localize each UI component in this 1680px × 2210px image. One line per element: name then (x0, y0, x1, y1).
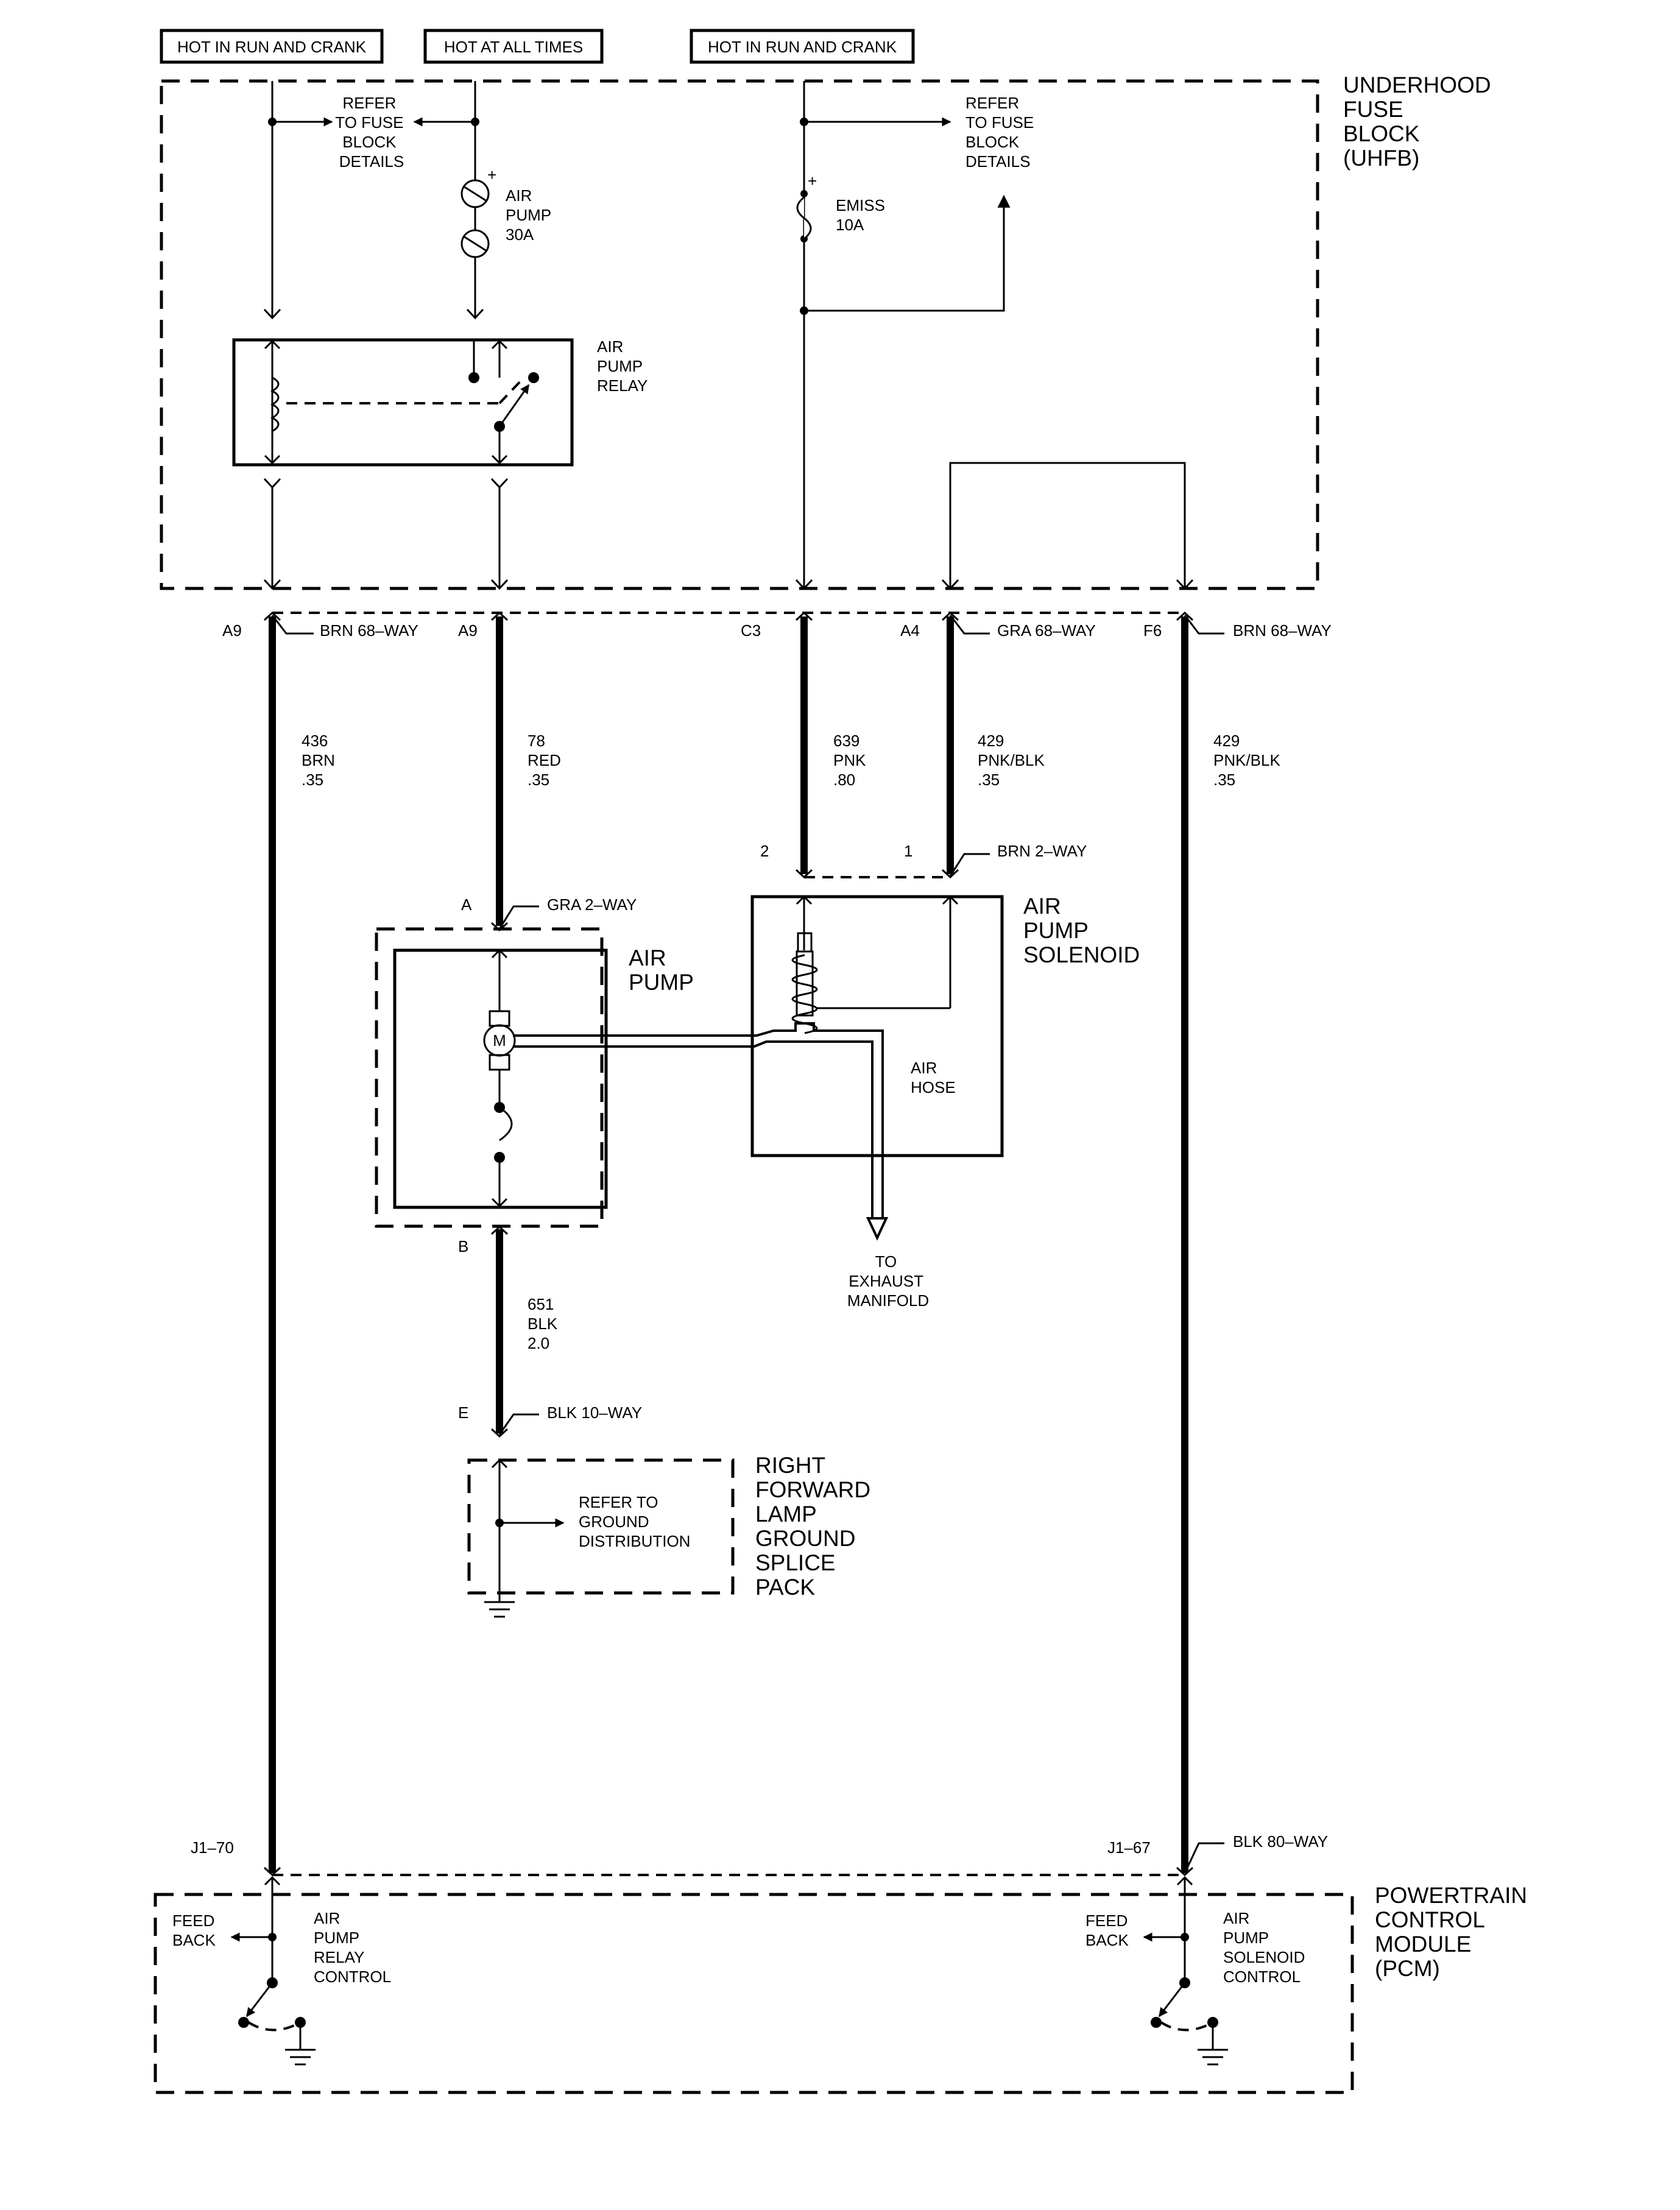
air-pump-solenoid-label: AIR PUMP SOLENOID (1023, 894, 1140, 967)
relay-coil-feed (263, 81, 333, 320)
relay-output-wires (263, 478, 509, 590)
power-label-right: HOT IN RUN AND CRANK (690, 29, 915, 64)
ground-splice-label: RIGHT FORWARD LAMP GROUND SPLICE PACK (755, 1453, 877, 1600)
pin-b: B (458, 1237, 468, 1255)
air-pump-solenoid (750, 895, 1004, 1157)
connector-brn-68-left: BRN 68–WAY (320, 621, 418, 640)
wire-639-label: 639 PNK .80 (833, 732, 870, 789)
a4-f6-jumper (941, 462, 1194, 590)
air-pump-relay-label: AIR PUMP RELAY (597, 337, 648, 395)
pin-j1-70: J1–70 (191, 1838, 234, 1857)
motor-label: M (493, 1031, 506, 1050)
emiss-fuse-circuit (795, 81, 1011, 590)
fuse-block-outline (160, 79, 1319, 590)
air-pump-connector-b (490, 1225, 509, 1235)
pin-a: A (461, 895, 472, 914)
emiss-fuse-label: EMISS 10A (836, 196, 889, 234)
wire-436-label: 436 BRN .35 (302, 732, 339, 789)
air-pump-fuse-label: AIR PUMP 30A (506, 186, 556, 244)
refer-fuse-block-left: REFER TO FUSE BLOCK DETAILS (335, 94, 408, 171)
emiss-fuse-icon (796, 196, 812, 240)
exhaust-manifold-label: TO EXHAUST MANIFOLD (847, 1252, 929, 1310)
wire-78-label: 78 RED .35 (528, 732, 565, 789)
feedback-left-label: FEED BACK (172, 1912, 219, 1949)
pcm-title: POWERTRAIN CONTROL MODULE (PCM) (1375, 1883, 1533, 1981)
ground-icon (484, 1601, 515, 1618)
pin-j1-67: J1–67 (1107, 1838, 1151, 1857)
pin-a9-left: A9 (222, 621, 242, 640)
fuse-block-title: UNDERHOOD FUSE BLOCK (UHFB) (1343, 72, 1497, 171)
wire-429a-label: 429 PNK/BLK .35 (978, 732, 1049, 789)
emiss-fuse-plus: + (808, 172, 817, 190)
pin-f6: F6 (1143, 621, 1162, 640)
connector-gra-68: GRA 68–WAY (997, 621, 1096, 640)
relay-control-driver (230, 1876, 316, 2066)
relay-control-label: AIR PUMP RELAY CONTROL (314, 1909, 391, 1986)
connector-brn-68-right: BRN 68–WAY (1233, 621, 1332, 640)
connector-brn-2: BRN 2–WAY (997, 842, 1087, 860)
connector-blk-10: BLK 10–WAY (547, 1403, 642, 1422)
pin-2: 2 (760, 842, 769, 860)
air-pump-fuse-plus: + (487, 166, 496, 184)
power-label-middle-text: HOT AT ALL TIMES (444, 38, 583, 56)
air-pump-outline (375, 927, 604, 1228)
thermal-breaker-icon (499, 1106, 513, 1142)
pin-a4: A4 (900, 621, 920, 640)
power-label-right-text: HOT IN RUN AND CRANK (708, 38, 897, 56)
solenoid-control-driver (1143, 1876, 1228, 2066)
pcm-connector-chevrons (263, 1842, 1224, 1877)
refer-fuse-block-right: REFER TO FUSE BLOCK DETAILS (965, 94, 1038, 171)
solenoid-connector-chevrons (795, 853, 990, 879)
air-pump-label: AIR PUMP (629, 945, 694, 995)
ground-refer-label: REFER TO GROUND DISTRIBUTION (579, 1493, 690, 1550)
air-hose-label: AIR HOSE (911, 1059, 956, 1096)
power-label-left-text: HOT IN RUN AND CRANK (177, 38, 367, 56)
power-label-left: HOT IN RUN AND CRANK (160, 29, 384, 64)
relay-coil-icon (270, 376, 280, 432)
pin-c3: C3 (741, 621, 761, 640)
air-pump-relay (232, 338, 574, 467)
solenoid-coil-icon (791, 954, 818, 1034)
connector-chevrons (263, 611, 1194, 621)
pin-1: 1 (904, 842, 912, 860)
ground-connector-e (490, 1413, 539, 1438)
air-pump-fuse-circuit (413, 81, 490, 320)
air-pump (393, 948, 608, 1209)
connector-gra-2: GRA 2–WAY (547, 895, 637, 914)
pin-e: E (458, 1403, 468, 1422)
solenoid-control-label: AIR PUMP SOLENOID CONTROL (1223, 1909, 1310, 1986)
pcm-ground-icon-right (1198, 2049, 1228, 2066)
power-label-middle: HOT AT ALL TIMES (423, 29, 604, 64)
pin-a9-mid: A9 (458, 621, 478, 640)
feedback-right-label: FEED BACK (1085, 1912, 1132, 1949)
pcm-outline (154, 1893, 1354, 2094)
wire-651-label: 651 BLK 2.0 (528, 1295, 562, 1352)
wire-429b-label: 429 PNK/BLK .35 (1213, 732, 1285, 789)
ground-splice-outline (467, 1458, 735, 1595)
connector-blk-80: BLK 80–WAY (1233, 1832, 1328, 1851)
connector-leaders (271, 615, 1224, 635)
ground-splice-circuit (484, 1458, 565, 1618)
pcm-ground-icon-left (285, 2049, 316, 2066)
air-hose (513, 1022, 889, 1241)
